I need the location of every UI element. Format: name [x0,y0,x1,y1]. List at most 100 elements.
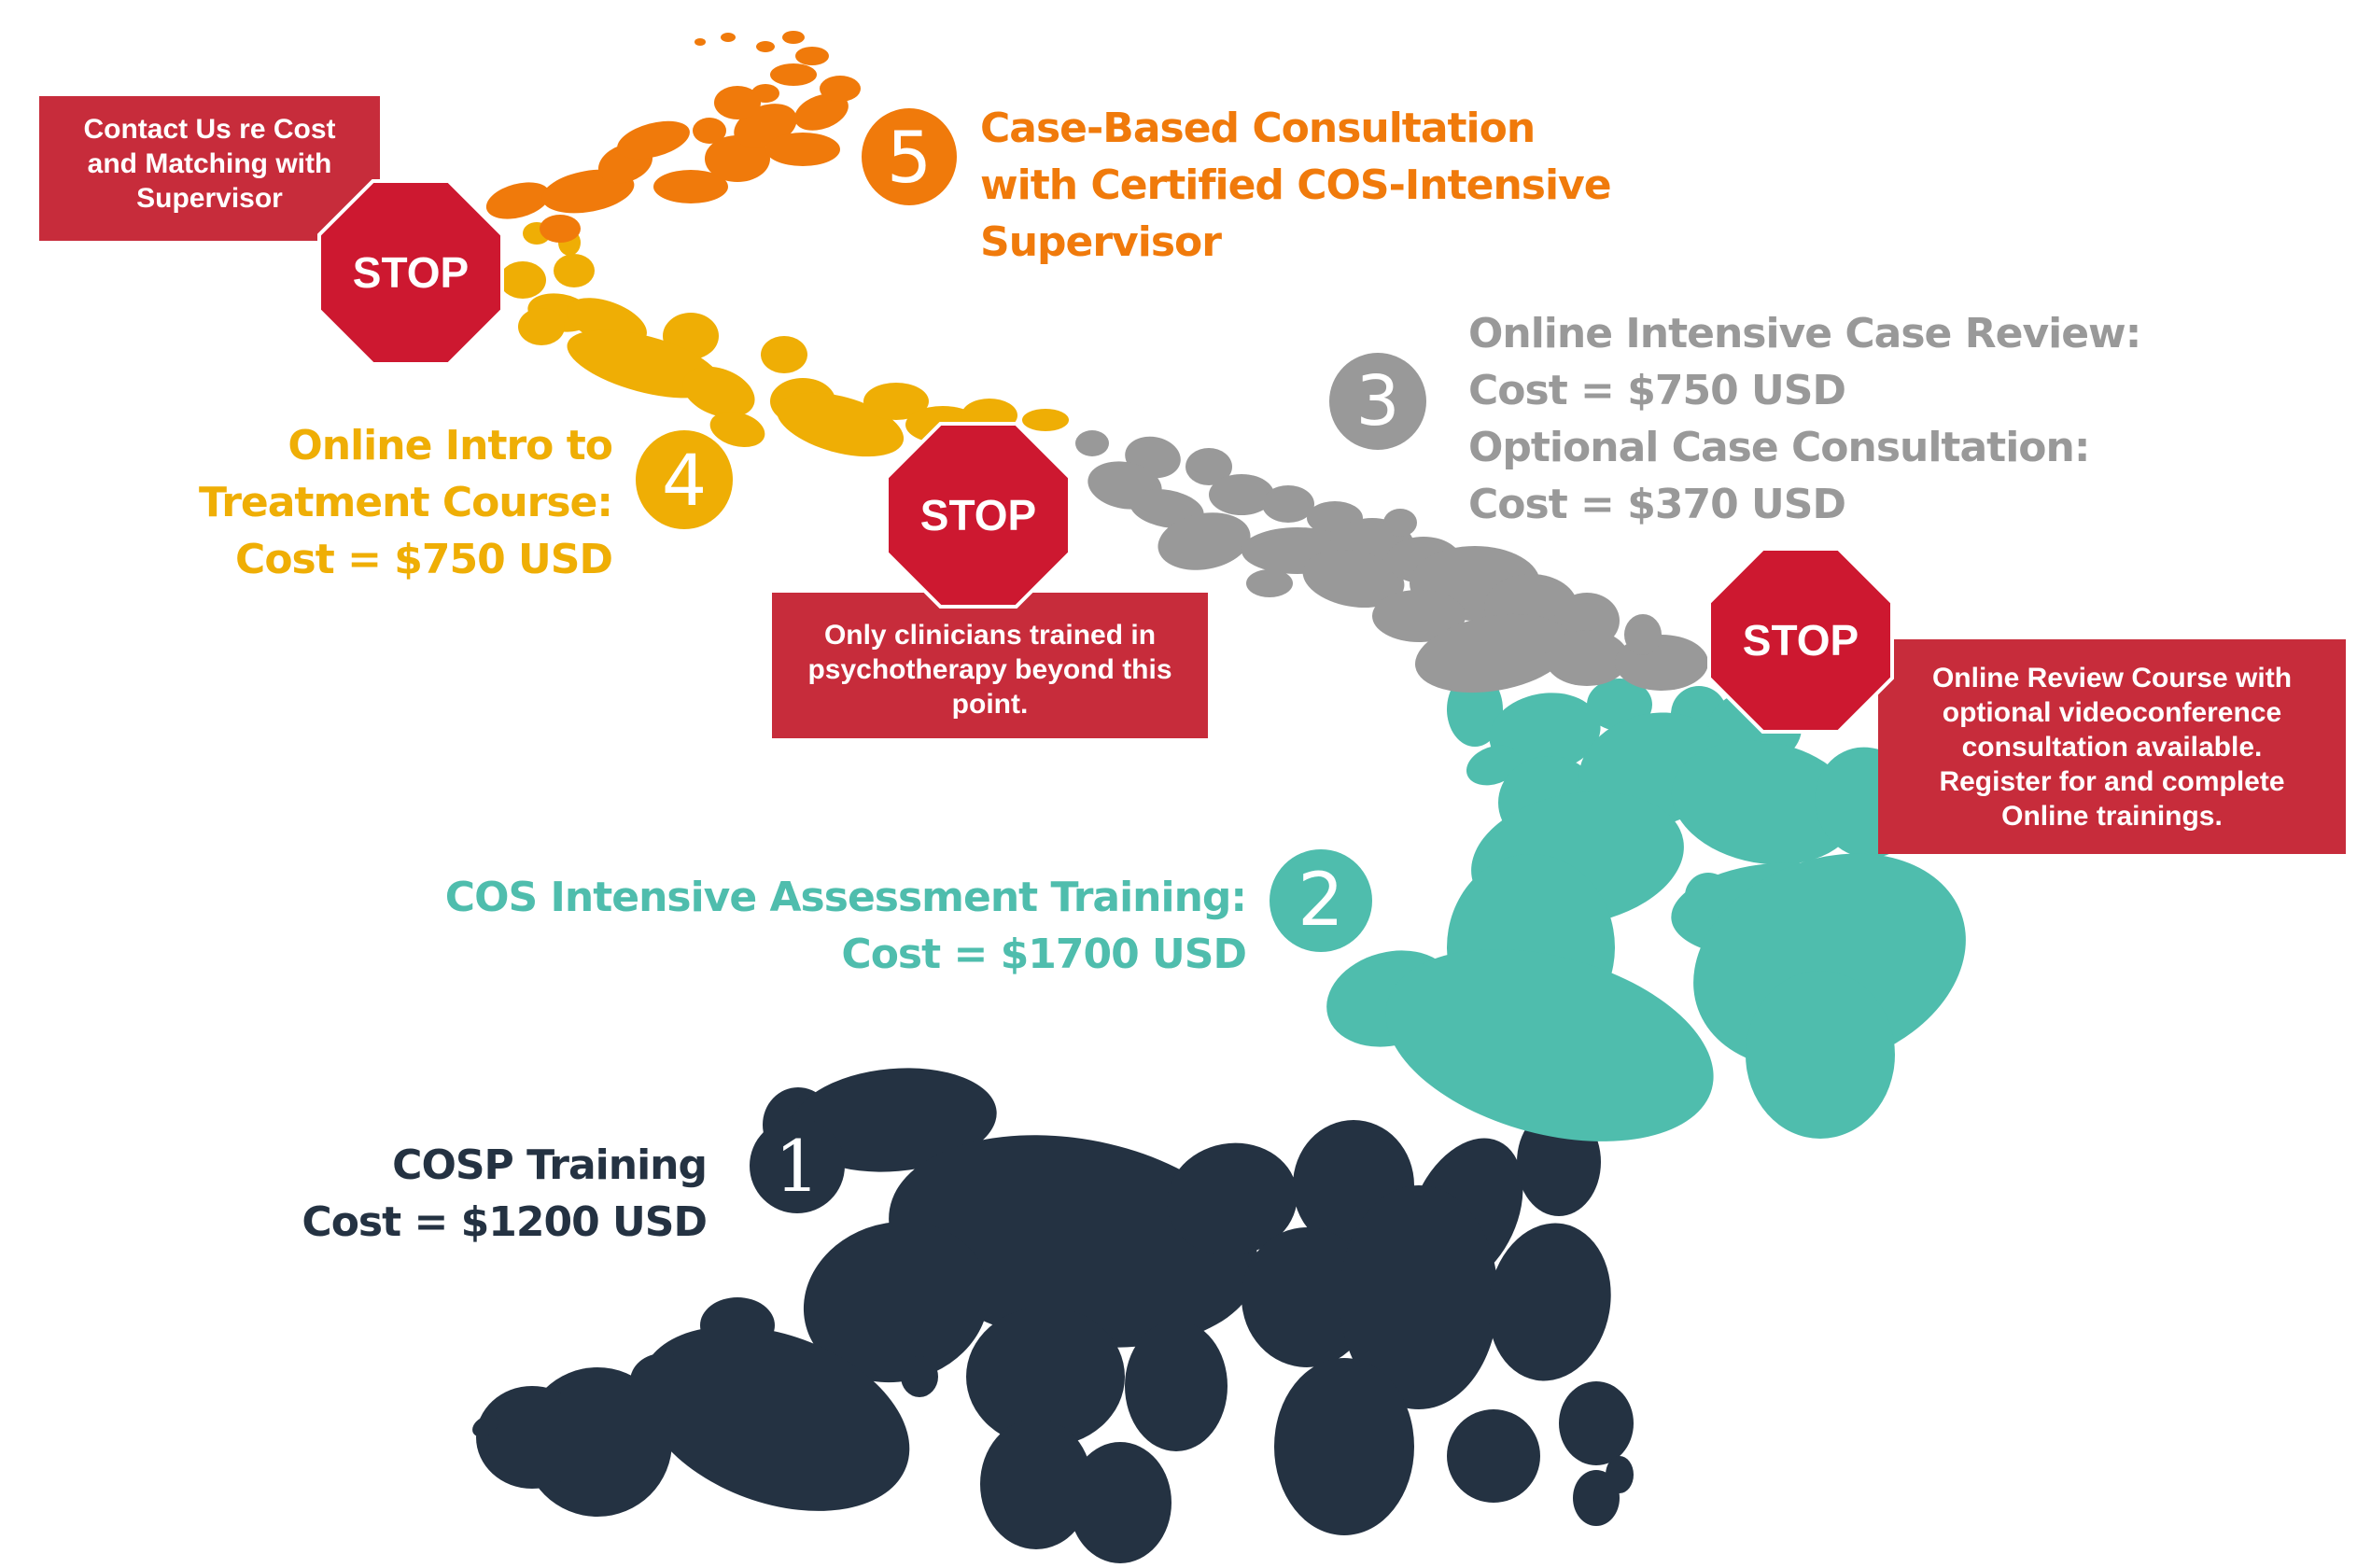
step-4-number-badge: 4 [636,430,733,529]
stop-1-note-line: Register for and complete [1939,765,2285,797]
stone [1157,512,1251,570]
step-3-cost: Cost = $750 USD [1468,367,1846,414]
stone [1383,509,1417,537]
stop-3-note: Contact Us re Cost and Matching with Sup… [39,96,380,241]
stop-2-note-line: Only clinicians trained in [823,619,1157,651]
stone [721,33,736,42]
step-4-title-line-1: Online Intro to [288,422,613,469]
stop-1-note-line: consultation available. [1961,731,2263,763]
stone [476,1386,588,1489]
step-2-label: COS Intensive Assessment Training: Cost … [444,869,1247,983]
stone [1415,613,1572,693]
step-5-number: 5 [886,115,933,199]
step-4-number: 4 [661,438,708,522]
stone [709,411,765,448]
stones-step-4 [499,222,1069,457]
stop-2-note-line: psychotherapy beyond this [807,653,1172,685]
stone [567,329,722,399]
stone [653,170,728,203]
stop-sign-2-label: STOP [919,491,1037,539]
stone [1186,448,1232,485]
stone [540,215,581,243]
stop-sign-2: STOP [885,422,1072,609]
stone [1372,590,1466,642]
stone [1246,569,1293,597]
stone [1385,949,1714,1141]
stone [1340,1185,1498,1409]
stop-sign-3-label: STOP [352,248,470,297]
stone [1746,971,1895,1139]
step-1-title: COSP Training [392,1141,708,1189]
stone [756,41,775,52]
step-2-number: 2 [1298,859,1344,943]
step-3-label: Online Intensive Case Review: Cost = $75… [1468,305,2141,533]
step-3-title: Online Intensive Case Review: [1468,310,2141,357]
stone [472,1415,498,1437]
stop-sign-1-label: STOP [1742,616,1859,665]
stone [1606,1456,1634,1493]
stop-1-note: Online Review Course with optional video… [1878,639,2346,854]
stone [782,31,805,44]
stone [693,118,726,144]
stone [1447,1409,1540,1503]
stone [554,254,595,287]
step-5-title-line-3: Supervisor [980,218,1222,266]
step-4-label: Online Intro to Treatment Course: Cost =… [199,417,613,588]
step-2-title: COS Intensive Assessment Training: [444,874,1247,921]
stone [765,133,840,166]
stop-2-note: Only clinicians trained in psychotherapy… [772,593,1208,738]
stone [1302,549,1405,609]
step-1-label: COSP Training Cost = $1200 USD [302,1137,708,1251]
stone [770,63,817,86]
stone [820,76,861,102]
stop-sign-3: STOP [317,179,504,366]
stone [966,1307,1125,1447]
step-3-number-badge: 3 [1329,353,1426,450]
stone [694,38,706,46]
stop-3-note-line: Contact Us re Cost [83,114,336,145]
stop-1-note-line: optional videoconference [1942,696,2282,728]
stone [1274,1358,1414,1535]
step-1-number-badge: 1 [750,1118,845,1213]
stone [794,93,849,131]
stop-3-note-line: and Matching with [87,148,332,179]
stone [1069,1442,1171,1563]
step-3-optional-title: Optional Case Consultation: [1468,424,2090,471]
stone [1242,1227,1372,1367]
stone [630,1353,695,1409]
stone [499,261,546,299]
stones-step-1 [472,1068,1634,1563]
step-1-number: 1 [774,1124,821,1208]
stones-step-3 [1075,430,1708,693]
stone [1075,430,1109,456]
stone [761,336,807,373]
stone [617,120,690,160]
stone [1022,409,1069,431]
stop-1-note-line: Online trainings. [2001,800,2223,832]
stone [639,1326,910,1511]
stone [1545,630,1629,686]
step-2-cost: Cost = $1700 USD [841,931,1247,978]
step-4-cost: Cost = $750 USD [235,536,613,583]
step-3-number: 3 [1355,361,1400,441]
step-5-number-badge: 5 [862,108,957,205]
stop-3-note-line: Supervisor [136,183,283,214]
stop-sign-1: STOP [1707,547,1894,734]
stone [518,308,565,345]
step-4-title-line-2: Treatment Course: [199,479,613,526]
stones-step-2 [1326,672,1966,1141]
stone [803,1221,989,1383]
step-1-cost: Cost = $1200 USD [302,1198,708,1246]
stone [1466,745,1522,786]
stone [901,1356,938,1397]
stone [1624,614,1662,655]
step-2-number-badge: 2 [1270,849,1372,952]
stone [863,383,929,420]
step-5-title-line-1: Case-Based Consultation [980,105,1536,152]
stone [714,86,761,119]
stone [1209,474,1274,515]
stone [485,182,551,219]
stone [1488,1223,1611,1381]
stone [1671,740,1858,865]
